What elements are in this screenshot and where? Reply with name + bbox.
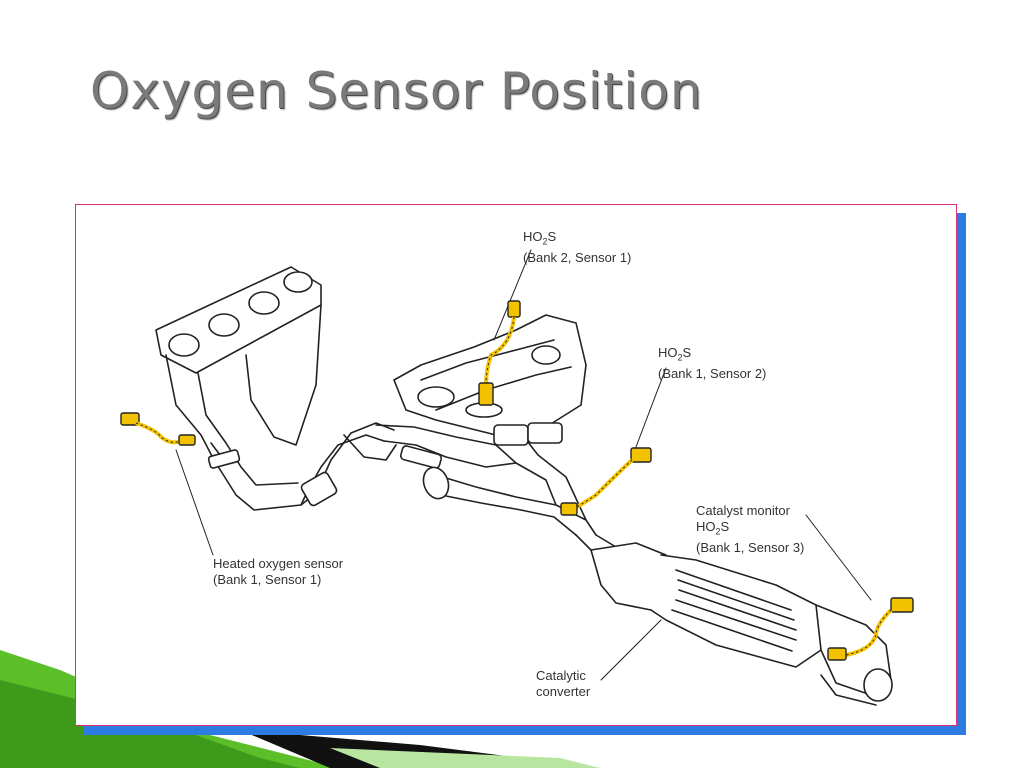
oxygen-sensors: [120, 300, 914, 661]
catalytic-converter: [590, 542, 893, 706]
sensor-bank1-sensor3: [827, 597, 914, 661]
diagram-frame: HO2S (Bank 2, Sensor 1) HO2S (Bank 1, Se…: [75, 204, 957, 726]
y-pipe: [375, 422, 617, 556]
bank1-exhaust-manifold: [155, 266, 397, 511]
label-bank1-sensor2: HO2S (Bank 1, Sensor 2): [658, 345, 767, 381]
label-bank2-sensor1: HO2S (Bank 2, Sensor 1): [523, 229, 632, 265]
label-bank1-sensor1: Heated oxygen sensor (Bank 1, Sensor 1): [213, 556, 344, 587]
sensor-bank2-sensor1: [478, 300, 521, 406]
slide-title: Oxygen Sensor Position: [90, 62, 703, 120]
leader-bank2-sensor1: [493, 249, 532, 341]
leader-bank1-sensor1: [175, 449, 214, 556]
bank2-exhaust-manifold: [393, 314, 587, 436]
exhaust-diagram: [120, 249, 914, 706]
label-bank1-sensor3: Catalyst monitor HO2S (Bank 1, Sensor 3): [696, 503, 805, 555]
sensor-bank1-sensor1: [120, 412, 196, 446]
leader-catalytic: [600, 619, 662, 681]
leader-bank1-sensor3: [805, 514, 872, 601]
leader-bank1-sensor2: [635, 367, 667, 448]
label-catalytic-converter: Catalytic converter: [536, 668, 591, 699]
sensor-bank1-sensor2: [560, 447, 652, 516]
leader-lines: [175, 249, 872, 681]
